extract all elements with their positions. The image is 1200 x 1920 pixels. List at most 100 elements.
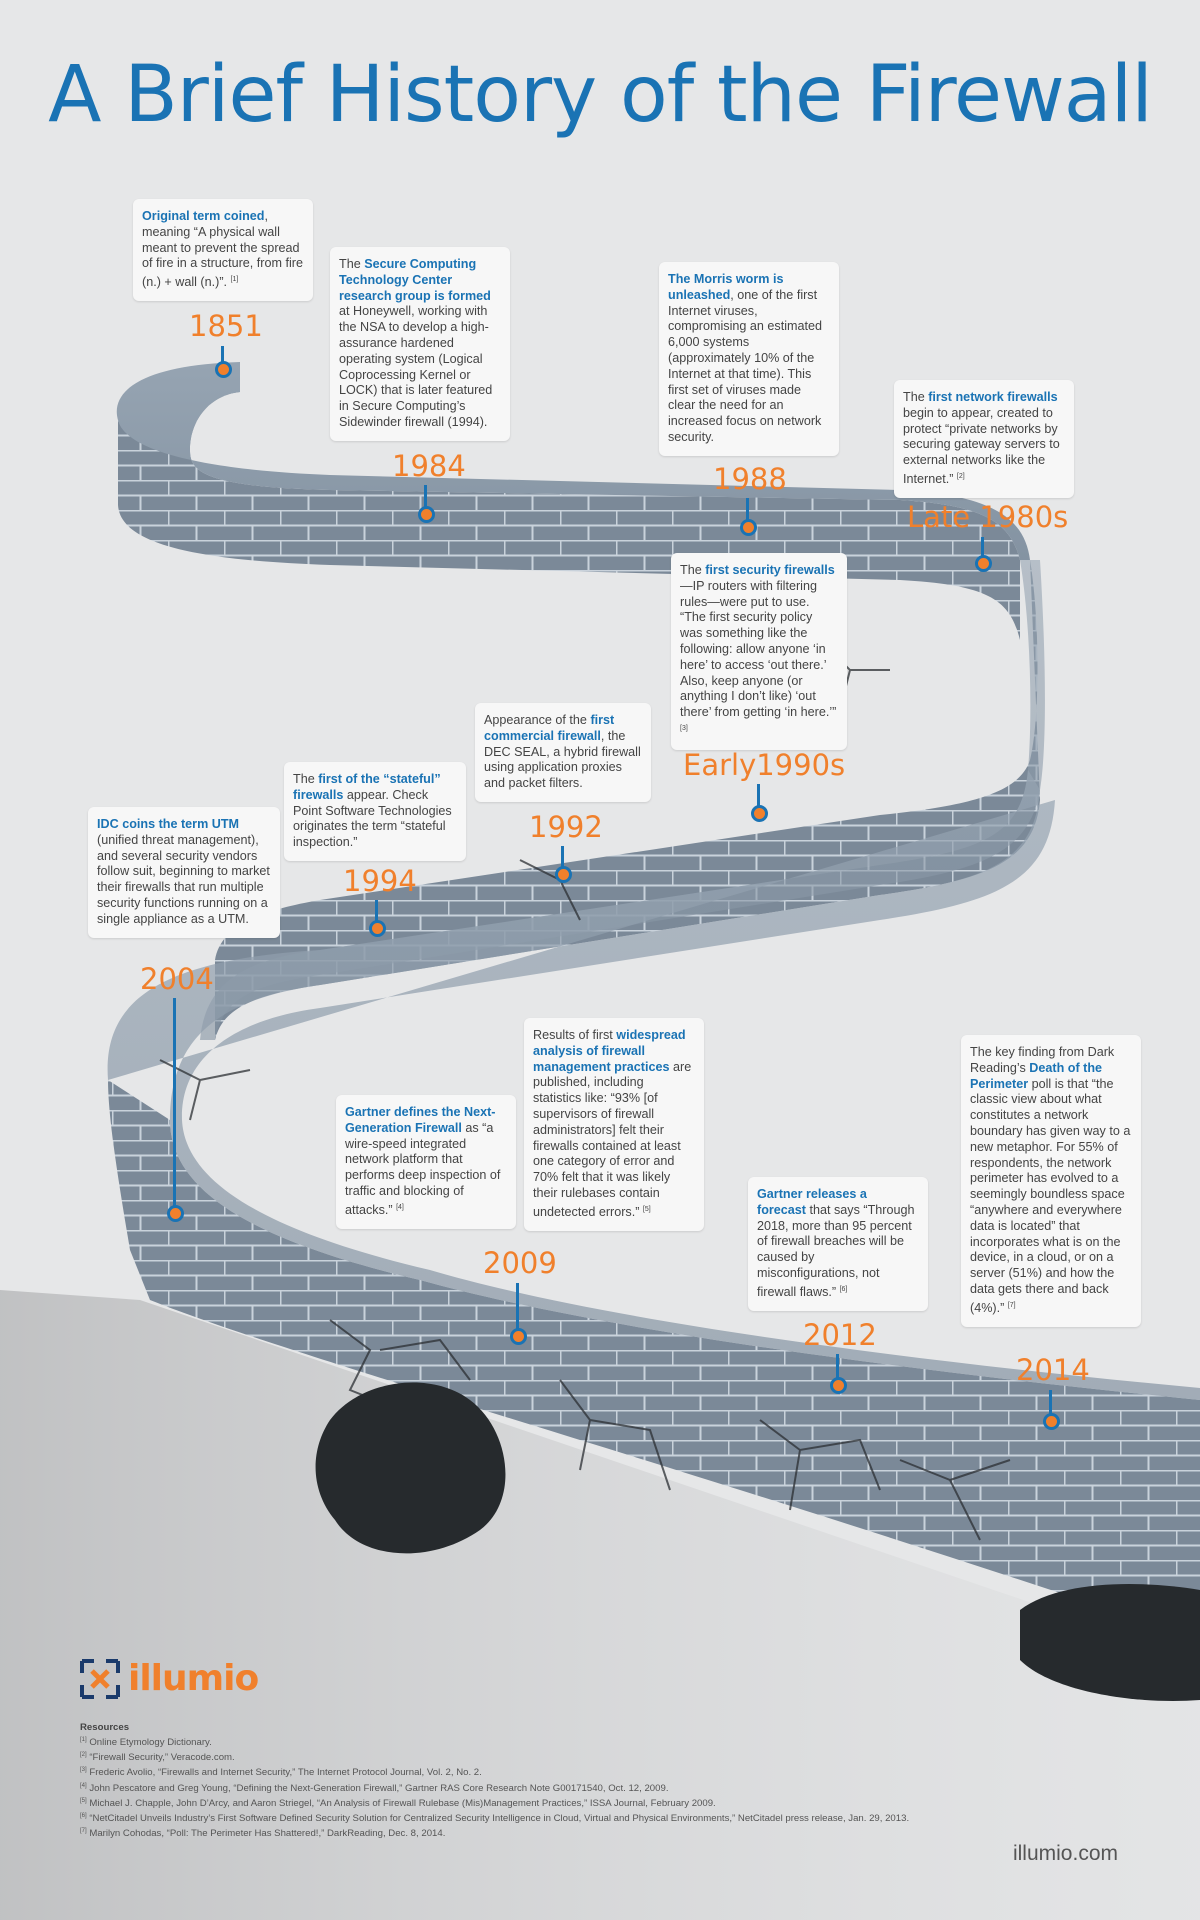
event-card-2004: IDC coins the term UTM (unified threat m… [88, 807, 280, 938]
timeline-stem [561, 846, 564, 870]
timeline-dot [510, 1328, 527, 1345]
timeline-dot [740, 519, 757, 536]
event-text: The key finding from Dark Reading’s Deat… [970, 1045, 1130, 1315]
event-highlight: Gartner releases a forecast [757, 1187, 867, 1217]
event-text-run: —IP routers with filtering rules—were pu… [680, 578, 837, 720]
site-url: illumio.com [1012, 1842, 1118, 1865]
resources-heading: Resources [80, 1722, 130, 1733]
wall-hole [1020, 1584, 1200, 1701]
event-year-2004: 2004 [140, 962, 214, 996]
logo-wordmark: illumio [128, 1658, 259, 1699]
wall-segment-middle [215, 560, 1040, 1040]
timeline-stem [1049, 1390, 1052, 1417]
footnote-ref: [7] [1007, 1301, 1016, 1309]
resource-number: [7] [80, 1828, 87, 1835]
event-highlight: first commercial firewall [484, 713, 615, 743]
event-text-run: at Honeywell, working with the NSA to de… [339, 304, 493, 429]
wall-segment-top [117, 365, 1021, 640]
wall-hole [315, 1382, 506, 1554]
timeline-dot [215, 361, 232, 378]
timeline-stem [375, 900, 378, 924]
event-year-1988: 1988 [713, 462, 787, 496]
event-text-run: The [680, 563, 706, 577]
event-highlight: Death of the Perimeter [970, 1060, 1103, 1091]
resources-items: [1] Online Etymology Dictionary.[2] “Fir… [80, 1734, 1060, 1840]
event-highlight: Secure Computing Technology Center resea… [339, 257, 491, 303]
illumio-logo: illumio [80, 1658, 259, 1699]
resource-item: [5] Michael J. Chapple, John D’Arcy, and… [80, 1795, 1060, 1810]
resource-item: [4] John Pescatore and Greg Young, “Defi… [80, 1780, 1060, 1795]
event-text-run: are published, including statistics like… [533, 1059, 692, 1219]
event-text: The first of the “stateful” firewalls ap… [293, 772, 452, 849]
timeline-stem [516, 1283, 519, 1331]
event-year-2009: 2009 [483, 1246, 557, 1280]
event-highlight: first network firewalls [928, 390, 1058, 404]
resource-number: [3] [80, 1767, 87, 1774]
timeline-dot [418, 506, 435, 523]
event-card-2009: Gartner defines the Next-Generation Fire… [336, 1095, 516, 1229]
event-text-run: (unified threat management), and several… [97, 832, 270, 926]
resource-text: Marilyn Cohodas, “Poll: The Perimeter Ha… [86, 1828, 446, 1840]
event-year-1992: 1992 [529, 810, 603, 844]
event-text-run: , meaning “A physical wall meant to prev… [142, 209, 303, 290]
illumio-logo-icon [80, 1658, 120, 1699]
event-year-2012: 2012 [803, 1318, 877, 1352]
event-text: The first security firewalls —IP routers… [680, 563, 836, 738]
event-card-2014: The key finding from Dark Reading’s Deat… [961, 1035, 1141, 1327]
resource-item: [7] Marilyn Cohodas, “Poll: The Perimete… [80, 1825, 1060, 1840]
event-card-early-1990s: The first security firewalls —IP routers… [671, 553, 847, 750]
resource-number: [6] [80, 1812, 87, 1819]
timeline-stem [424, 485, 427, 510]
footnote-ref: [3] [680, 724, 688, 732]
event-text: The Secure Computing Technology Center r… [339, 257, 492, 429]
event-highlight: first of the “stateful” firewalls [293, 772, 441, 802]
timeline-stem [746, 498, 749, 523]
event-year-early-1990s: Early1990s [683, 748, 846, 782]
footnote-ref: [4] [396, 1203, 404, 1211]
event-highlight: widespread analysis of firewall manageme… [533, 1028, 686, 1074]
resource-number: [5] [80, 1797, 87, 1804]
footnote-ref: [6] [839, 1285, 848, 1293]
resource-number: [4] [80, 1782, 87, 1789]
event-text: The first network firewalls begin to app… [903, 390, 1060, 486]
timeline-dot [975, 555, 992, 572]
footnote-ref: [1] [230, 276, 239, 284]
event-highlight: first security firewalls [705, 563, 835, 577]
resource-text: Online Etymology Dictionary. [86, 1737, 212, 1749]
event-text-run: that says “Through 2018, more than 95 pe… [757, 1202, 915, 1299]
resource-item: [2] “Firewall Security,” Veracode.com. [80, 1749, 1060, 1764]
event-year-1851: 1851 [189, 309, 263, 343]
event-text-run: The [293, 772, 319, 786]
event-card-1984: The Secure Computing Technology Center r… [330, 247, 510, 441]
resource-item: [6] “NetCitadel Unveils Industry’s First… [80, 1810, 1060, 1825]
event-text: Appearance of the first commercial firew… [484, 713, 641, 790]
event-highlight: The Morris worm is unleashed [668, 272, 784, 302]
resource-item: [1] Online Etymology Dictionary. [80, 1734, 1060, 1749]
footnote-ref: [2] [956, 472, 965, 480]
event-card-1988: The Morris worm is unleashed, one of the… [659, 262, 839, 456]
event-text: Original term coined, meaning “A physica… [142, 209, 303, 289]
event-text-run: , one of the first Internet viruses, com… [668, 287, 822, 444]
resource-text: Frederic Avolio, “Firewalls and Internet… [86, 1767, 482, 1779]
timeline-stem [173, 998, 176, 1208]
timeline-dot [1043, 1413, 1060, 1430]
event-text: Gartner defines the Next-Generation Fire… [345, 1105, 500, 1217]
event-highlight: IDC coins the term UTM [97, 817, 240, 831]
resource-number: [1] [80, 1737, 87, 1743]
event-text-run: Results of first [533, 1028, 617, 1042]
event-text-run: Appearance of the [484, 713, 591, 727]
event-text-run: The [339, 257, 365, 271]
resources-list: Resources [1] Online Etymology Dictionar… [80, 1722, 1060, 1840]
event-highlight: Gartner defines the Next-Generation Fire… [345, 1105, 496, 1135]
event-text-run: The [903, 390, 929, 404]
timeline-stem [221, 346, 224, 366]
timeline-stem [981, 537, 984, 559]
event-card-1992: Appearance of the first commercial firew… [475, 703, 651, 802]
event-card-1851: Original term coined, meaning “A physica… [133, 199, 313, 302]
event-card-1994: The first of the “stateful” firewalls ap… [284, 762, 466, 861]
event-text-run: as “a wire-speed integrated network plat… [345, 1120, 501, 1217]
event-text: Results of first widespread analysis of … [533, 1028, 691, 1219]
wall-segment-bottom [108, 1080, 1200, 1640]
